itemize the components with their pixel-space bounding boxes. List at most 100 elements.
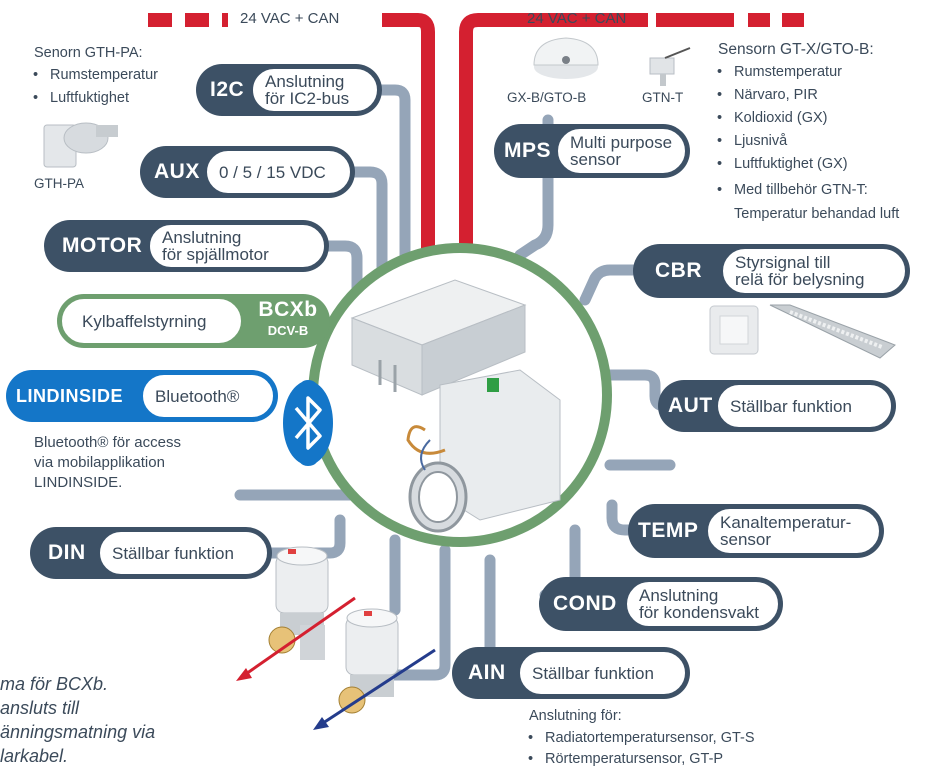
list-item: Luftfuktighet (GX) bbox=[712, 153, 868, 176]
bluetooth-note: Bluetooth® för access via mobilapplikati… bbox=[34, 433, 181, 493]
module-cbr: CBR Styrsignal till relä för belysning bbox=[633, 244, 910, 298]
power-dash-left-1 bbox=[148, 13, 172, 27]
module-text-line: relä för belysning bbox=[735, 270, 865, 289]
module-text-line: Anslutning bbox=[265, 72, 345, 91]
module-subcode: DCV-B bbox=[267, 323, 309, 338]
gth-sensor-title: Senorn GTH-PA: bbox=[34, 45, 143, 61]
module-ain: AIN Ställbar funktion bbox=[452, 647, 690, 699]
list-item: Med tillbehör GTN-T: bbox=[712, 181, 868, 200]
power-label-left: 24 VAC + CAN bbox=[240, 10, 340, 27]
module-aut: AUT Ställbar funktion bbox=[658, 380, 896, 432]
module-text: Kanaltemperatur- sensor bbox=[706, 507, 881, 555]
module-text: Ställbar funktion bbox=[716, 383, 893, 429]
red-arrow bbox=[242, 596, 356, 678]
module-code: DIN bbox=[48, 541, 86, 564]
module-text-line: Kylbaffelstyrning bbox=[82, 311, 207, 331]
module-text: Anslutning för IC2-bus bbox=[251, 67, 379, 113]
module-code: MPS bbox=[504, 139, 552, 162]
module-text: Styrsignal till relä för belysning bbox=[721, 247, 907, 295]
note-line: LINDINSIDE. bbox=[34, 474, 123, 491]
module-text-line: Anslutning bbox=[639, 586, 719, 605]
module-text-line: sensor bbox=[720, 530, 772, 549]
gtn-device-label: GTN-T bbox=[642, 90, 684, 105]
ain-note-list: Radiatortemperatursensor, GT-S Rörtemper… bbox=[523, 728, 755, 770]
module-text: Anslutning för kondensvakt bbox=[625, 580, 780, 628]
module-text-line: Ställbar funktion bbox=[112, 543, 234, 563]
module-aux: AUX 0 / 5 / 15 VDC bbox=[140, 146, 355, 198]
module-temp: TEMP Kanaltemperatur- sensor bbox=[628, 504, 884, 558]
module-code: LINDINSIDE bbox=[16, 385, 124, 406]
module-text-line: för IC2-bus bbox=[265, 89, 350, 108]
module-lindinside: LINDINSIDE Bluetooth® bbox=[6, 370, 278, 422]
module-din: DIN Ställbar funktion bbox=[30, 527, 272, 579]
power-wire-right bbox=[459, 13, 648, 262]
wire-cbr bbox=[579, 264, 646, 306]
list-item: Rörtemperatursensor, GT-P bbox=[523, 749, 755, 770]
module-code: MOTOR bbox=[62, 234, 143, 257]
module-cond: COND Anslutning för kondensvakt bbox=[539, 577, 783, 631]
wire-valve-2 bbox=[374, 544, 451, 681]
module-text: Bluetooth® bbox=[141, 373, 275, 419]
valve-right-image bbox=[338, 608, 399, 714]
module-text-line: sensor bbox=[570, 150, 622, 169]
list-item: Rumstemperatur bbox=[712, 61, 868, 84]
power-dash-left-3 bbox=[222, 13, 228, 27]
gx-device-label: GX-B/GTO-B bbox=[507, 90, 587, 105]
note-line: änningsmatning via bbox=[0, 722, 156, 742]
ain-note-title: Anslutning för: bbox=[529, 708, 622, 724]
list-item: Närvaro, PIR bbox=[712, 84, 868, 107]
power-wire-left bbox=[382, 13, 435, 265]
module-code: CBR bbox=[655, 259, 702, 282]
wire-aux bbox=[339, 166, 388, 288]
module-code: BCXb bbox=[258, 298, 318, 321]
power-dash-right-2 bbox=[748, 13, 770, 27]
power-dash-right-3 bbox=[782, 13, 804, 27]
gth-device-label: GTH-PA bbox=[34, 176, 84, 191]
module-text-line: för spjällmotor bbox=[162, 245, 269, 264]
module-motor: MOTOR Anslutning för spjällmotor bbox=[44, 220, 329, 272]
module-text-line: Bluetooth® bbox=[155, 386, 240, 406]
module-text: Anslutning för spjällmotor bbox=[148, 223, 326, 269]
note-line: Bluetooth® för access bbox=[34, 434, 181, 451]
wire-motor bbox=[314, 240, 363, 306]
damper-unit-image bbox=[406, 369, 561, 533]
module-text-line: 0 / 5 / 15 VDC bbox=[219, 162, 326, 182]
note-line: ansluts till bbox=[0, 698, 80, 718]
blue-arrow bbox=[319, 648, 436, 727]
wire-i2c bbox=[364, 84, 411, 276]
module-code: TEMP bbox=[638, 519, 699, 542]
module-text-line: Ställbar funktion bbox=[730, 396, 852, 416]
gth-sensor-image bbox=[43, 122, 118, 168]
module-text-line: Multi purpose bbox=[570, 133, 673, 152]
module-code-block: BCXb DCV-B bbox=[250, 298, 326, 340]
module-text: Ställbar funktion bbox=[98, 530, 269, 576]
note-line: via mobilapplikation bbox=[34, 454, 165, 471]
module-bcxb: Kylbaffelstyrning BCXb DCV-B bbox=[57, 294, 330, 348]
list-item: Radiatortemperatursensor, GT-S bbox=[523, 728, 755, 749]
wire-temp bbox=[606, 499, 646, 536]
module-code: I2C bbox=[210, 78, 245, 101]
list-item: Koldioxid (GX) bbox=[712, 107, 868, 130]
power-dash-right-1 bbox=[656, 13, 734, 27]
note-line: ma för BCXb. bbox=[0, 674, 109, 694]
gtx-sensor-title: Sensorn GT-X/GTO-B: bbox=[718, 41, 874, 58]
module-text: Multi purpose sensor bbox=[556, 127, 687, 175]
gtx-sensor-extra: Temperatur behandad luft bbox=[734, 206, 900, 222]
wire-mps bbox=[514, 114, 554, 261]
module-code: AIN bbox=[468, 661, 506, 684]
note-line: larkabel. bbox=[0, 746, 69, 766]
module-mps: MPS Multi purpose sensor bbox=[494, 124, 690, 178]
list-item: Ljusnivå bbox=[712, 130, 868, 153]
module-text-line: för kondensvakt bbox=[639, 603, 760, 622]
module-text-line: Anslutning bbox=[162, 228, 242, 247]
power-label-right: 24 VAC + CAN bbox=[527, 10, 627, 27]
list-item: Luftfuktighet bbox=[28, 87, 158, 110]
valve-left-image bbox=[268, 546, 329, 660]
italic-note: ma för BCXb. ansluts till änningsmatning… bbox=[0, 672, 155, 768]
controller-box-image bbox=[350, 279, 527, 396]
list-item: Rumstemperatur bbox=[28, 64, 158, 87]
module-text-line: Kanaltemperatur- bbox=[720, 513, 852, 532]
module-text-line: Styrsignal till bbox=[735, 253, 831, 272]
module-text: Ställbar funktion bbox=[518, 650, 687, 696]
gtn-sensor-image bbox=[649, 47, 691, 86]
